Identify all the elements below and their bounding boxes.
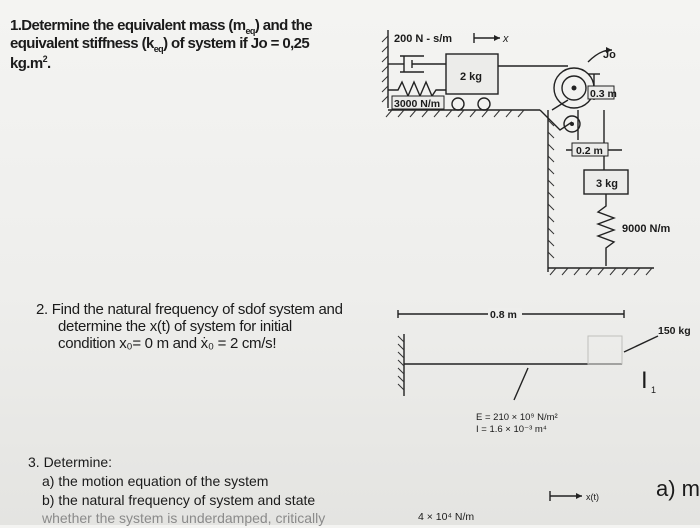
inertia-label: I = 1.6 × 10⁻³ m⁴ — [476, 424, 547, 435]
q1-line3: kg.m — [10, 55, 43, 73]
mass-2-label: 3 kg — [596, 178, 618, 190]
x-arrowhead — [494, 35, 500, 41]
spring-2-label: 9000 N/m — [622, 223, 671, 235]
damper-label: 200 N - s/m — [394, 33, 452, 45]
vertical-wall-hatch — [547, 119, 555, 259]
figure-3: x(t) 4 × 10⁴ N/m a) m — [418, 476, 700, 523]
q1-line1b: ) and the — [254, 17, 313, 34]
jo-arrowhead — [606, 47, 612, 53]
spring-3-label: 4 × 10⁴ N/m — [418, 511, 474, 523]
floor-1-hatch — [385, 109, 525, 118]
q2-line1: 2. Find the natural frequency of sdof sy… — [36, 301, 343, 318]
small-pulley-hub — [570, 122, 574, 126]
tag-i-sub: 1 — [651, 385, 656, 395]
damper-cup — [400, 55, 424, 73]
q3-part-b: b) the natural frequency of system and s… — [42, 491, 316, 508]
r2-label-box — [571, 142, 609, 157]
q2-line2: determine the x(t) of system for initial — [58, 317, 292, 335]
question-2: 2. Find the natural frequency of sdof sy… — [36, 301, 366, 352]
r1-label: 0.3 m — [590, 88, 617, 100]
small-pulley — [563, 115, 581, 133]
pulley-inner — [561, 75, 587, 101]
wheel-2 — [477, 97, 491, 111]
question-3: 3. Determine: a) the motion equation of … — [28, 453, 388, 528]
modulus-label: E = 210 × 10⁹ N/m² — [476, 412, 558, 423]
q1-line3b: . — [47, 55, 51, 73]
q1-sub-meq: eq — [245, 26, 256, 36]
r1-label-box — [587, 85, 615, 100]
mass-2-block — [583, 169, 629, 195]
q1-line1: 1.Determine the equivalent mass (m — [10, 17, 246, 34]
spring-2 — [596, 194, 616, 266]
length-label-bg — [488, 308, 522, 320]
handwritten-note: a) m — [656, 476, 700, 501]
q1-sub-keq: eq — [153, 44, 164, 55]
tag-i: I — [641, 367, 648, 394]
left-wall-hatch — [381, 35, 389, 103]
q2-line3: condition x₀= 0 m and ẋ₀ = 2 cm/s! — [58, 334, 277, 352]
figure-1: 200 N - s/m x 2 kg 3000 N/m — [381, 30, 671, 276]
mass-leader — [623, 335, 659, 353]
section-pointer — [513, 367, 529, 401]
x-label: x — [502, 33, 509, 45]
mass-box — [587, 335, 623, 365]
question-1: 1.Determine the equivalent mass (meq) an… — [10, 17, 370, 73]
pulley-hub — [571, 85, 577, 91]
floor-2-hatch — [549, 267, 653, 276]
q1-line2a: equivalent stiffness (k — [10, 35, 154, 53]
spring-1-label-box — [391, 95, 445, 110]
q3-part-a: a) the motion equation of the system — [42, 472, 269, 489]
spring-1-label: 3000 N/m — [394, 98, 440, 110]
beam-wall-hatch — [397, 335, 405, 391]
mass-1-block — [445, 53, 499, 95]
jo-label: Jo — [603, 49, 616, 61]
q3-title: 3. Determine: — [28, 454, 113, 470]
q1-line2b: ) of system if Jo = 0,25 — [163, 35, 310, 53]
q3-part-c: whether the system is underdamped, criti… — [42, 510, 326, 527]
figure-2: 0.8 m 150 kg E = 210 × 10⁹ N/m² I = 1.6 … — [397, 308, 691, 435]
spring-1 — [388, 80, 446, 98]
q1-sup: 2 — [42, 54, 48, 65]
r2-label: 0.2 m — [576, 145, 603, 157]
length-label: 0.8 m — [490, 309, 517, 321]
beam-mass-label: 150 kg — [658, 325, 691, 337]
mass-1-label: 2 kg — [460, 71, 482, 83]
x-label-3: x(t) — [586, 492, 599, 502]
wheel-1 — [451, 97, 465, 111]
x-arrowhead-3 — [576, 493, 582, 499]
pulley-bracket — [539, 99, 573, 131]
